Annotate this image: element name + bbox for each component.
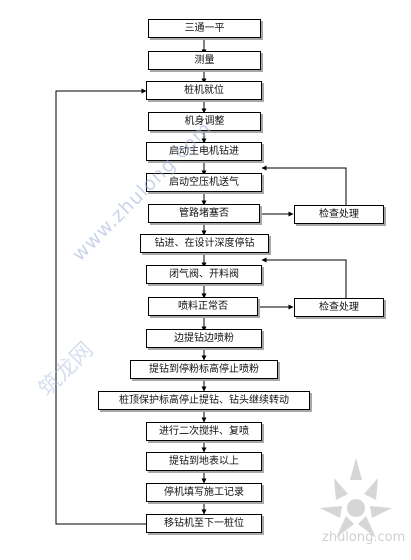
- step-stop-spraying: 提钻到停粉标高停止喷粉: [130, 360, 278, 379]
- step-inspect-handle-2: 检查处理: [294, 298, 384, 317]
- decision-pipe-blocked: 管路堵塞否: [148, 204, 260, 223]
- step-body-adjustment: 机身调整: [148, 112, 261, 131]
- step-stop-and-record: 停机填写施工记录: [146, 483, 262, 502]
- step-move-to-next-pile: 移钻机至下一桩位: [146, 514, 262, 533]
- watermark-logo-text: zhulong.com: [322, 530, 406, 545]
- step-close-air-open-material: 闭气阀、开料阀: [146, 265, 262, 284]
- step-site-preparation: 三通一平: [148, 19, 261, 38]
- step-drill-to-depth: 钻进、在设计深度停钻: [140, 234, 269, 253]
- step-survey: 测量: [148, 51, 261, 70]
- step-stop-lifting-keep-rotating: 桩顶保护标高停止提钻、钻头继续转动: [98, 391, 310, 410]
- connector-loop-back: [55, 88, 147, 525]
- step-second-mixing-respray: 进行二次搅拌、复喷: [146, 422, 262, 441]
- connector-check1-6: [261, 165, 347, 205]
- connector-check2-9: [261, 257, 347, 298]
- step-inspect-handle-1: 检查处理: [294, 205, 384, 224]
- step-rig-positioning: 桩机就位: [146, 81, 262, 100]
- step-start-air-compressor: 启动空压机送气: [146, 173, 262, 192]
- step-start-main-motor: 启动主电机钻进: [146, 142, 262, 161]
- step-lift-and-spray: 边提钻边喷粉: [146, 329, 262, 348]
- decision-spray-normal: 喷料正常否: [148, 297, 258, 316]
- step-lift-above-ground: 提钻到地表以上: [146, 452, 262, 471]
